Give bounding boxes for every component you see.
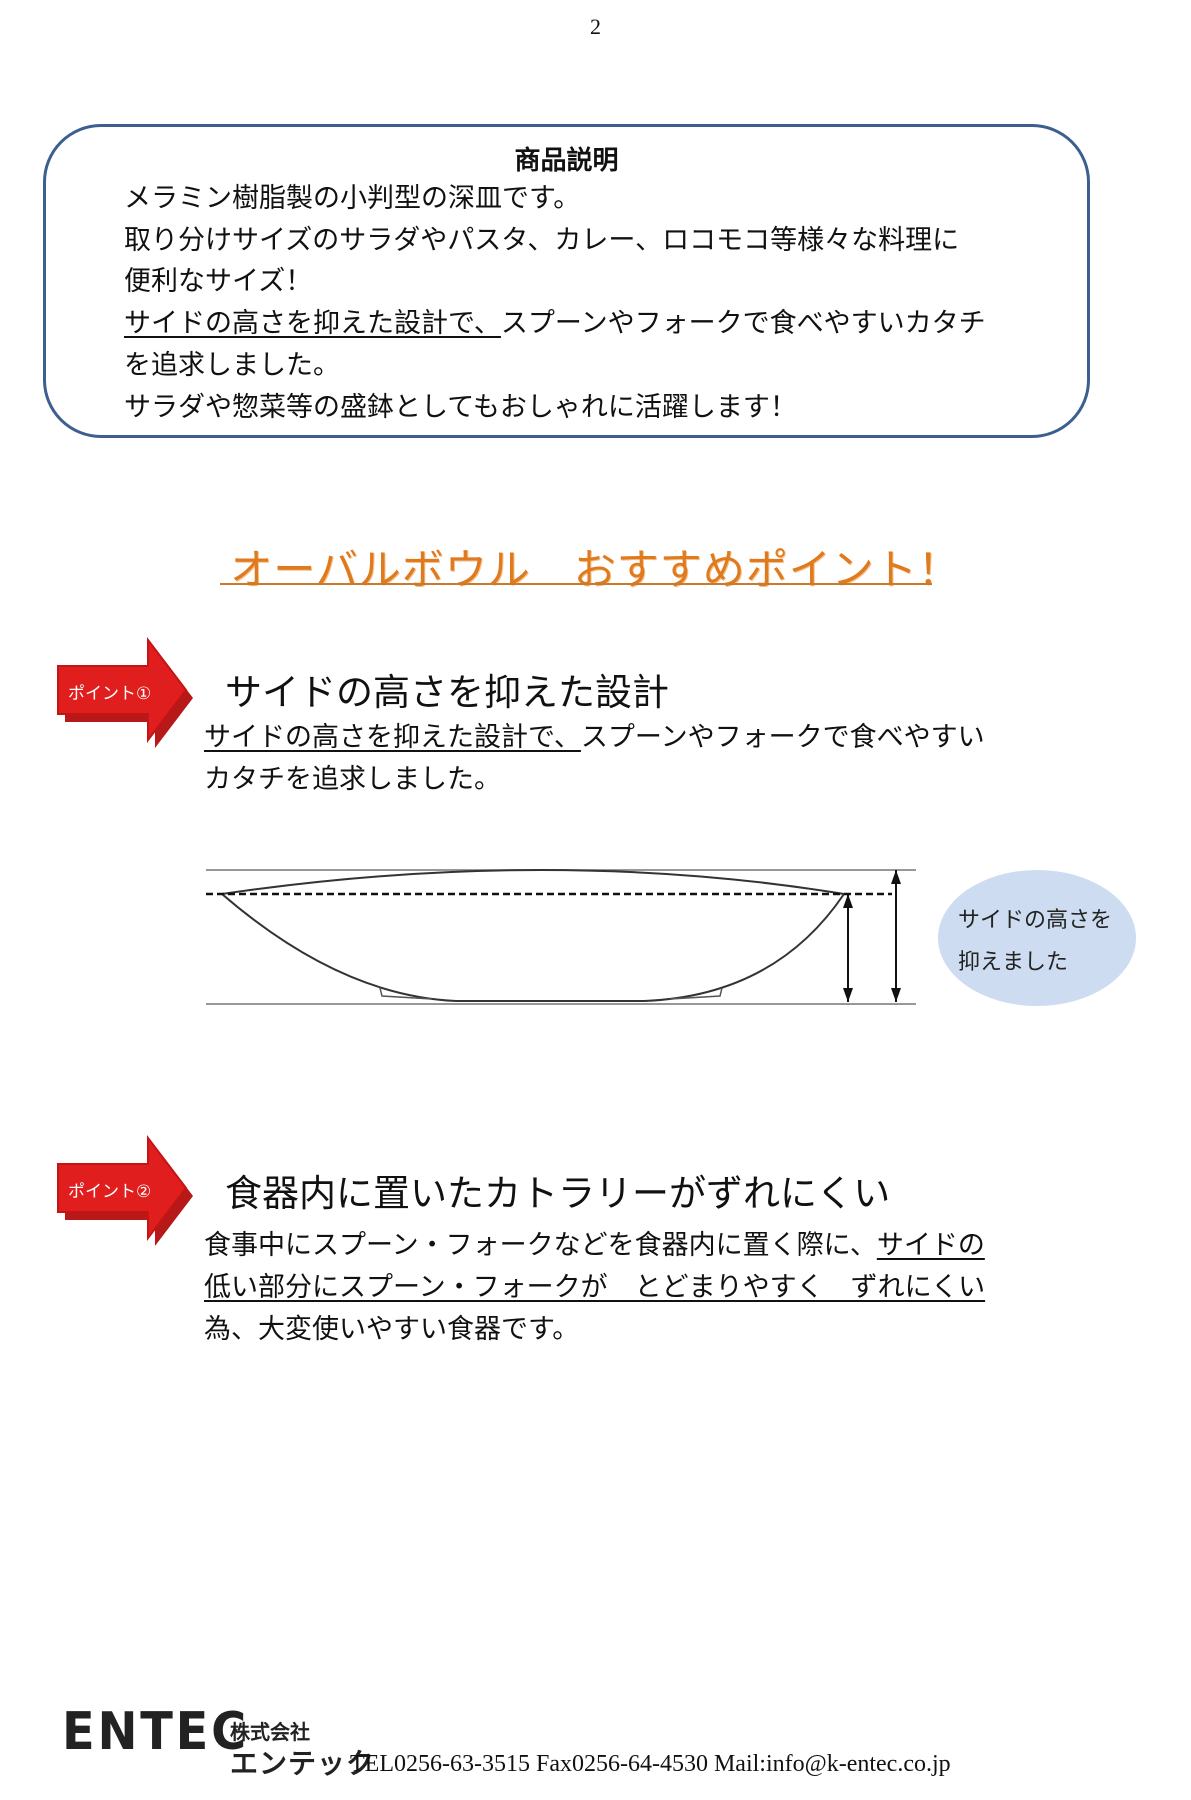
page-number: 2	[590, 14, 601, 39]
point-2-body-line: 低い部分にスプーン・フォークが とどまりやすく ずれにくい	[204, 1271, 985, 1305]
callout-bubble	[938, 870, 1136, 1006]
description-line: サイドの高さを抑えた設計で、スプーンやフォークで食べやすいカタチ	[124, 307, 986, 341]
point-2-body-line: 食事中にスプーン・フォークなどを食器内に置く際に、サイドの	[204, 1229, 985, 1263]
point-1-badge: ポイント①	[68, 684, 152, 704]
point-1-body-line: カタチを追求しました。	[204, 764, 501, 795]
point-1-underlined-text: サイドの高さを抑えた設計で、	[204, 722, 581, 753]
description-line: 取り分けサイズのサラダやパスタ、カレー、ロコモコ等様々な料理に	[124, 225, 960, 256]
recommend-headline: オーバルボウル おすすめポイント！	[230, 545, 961, 594]
point-2-underlined-text: 低い部分にスプーン・フォークが とどまりやすく ずれにくい	[204, 1272, 986, 1303]
point-1-body-line: サイドの高さを抑えた設計で、スプーンやフォークで食べやすい	[204, 721, 985, 755]
point-1-arrow-icon	[57, 637, 193, 748]
description-box	[43, 124, 1090, 438]
headline-underline	[220, 583, 932, 585]
callout-text: サイドの高さを	[958, 908, 1113, 933]
description-line: メラミン樹脂製の小判型の深皿です。	[124, 183, 581, 214]
description-line: 便利なサイズ！	[124, 266, 313, 297]
point-2-text: 食事中にスプーン・フォークなどを食器内に置く際に、	[204, 1230, 877, 1261]
description-title: 商品説明	[514, 146, 619, 176]
point-1-title: サイドの高さを抑えた設計	[225, 671, 669, 714]
description-line: サラダや惣菜等の盛鉢としてもおしゃれに活躍します！	[124, 392, 797, 423]
point-1-text: スプーンやフォークで食べやすい	[580, 722, 985, 753]
company-type: 株式会社	[230, 1720, 310, 1744]
bowl-cross-section-diagram	[206, 869, 916, 1005]
point-2-badge: ポイント②	[68, 1182, 152, 1202]
description-underlined-text: サイドの高さを抑えた設計で、	[124, 308, 501, 339]
point-2-underlined-text: サイドの	[876, 1230, 985, 1261]
description-line: を追求しました。	[124, 350, 340, 381]
company-name: エンテック	[230, 1747, 376, 1780]
description-text: スプーンやフォークで食べやすいカタチ	[500, 308, 986, 339]
contact-info: TEL0256-63-3515 Fax0256-64-4530 Mail:inf…	[350, 1751, 951, 1777]
point-2-title: 食器内に置いたカトラリーがずれにくい	[225, 1172, 891, 1215]
point-2-body-line: 為、大変使いやすい食器です。	[204, 1314, 580, 1345]
point-2-arrow-icon	[57, 1135, 193, 1246]
callout-text: 抑えました	[958, 950, 1069, 975]
entec-logo: ENTEC	[62, 1702, 249, 1762]
